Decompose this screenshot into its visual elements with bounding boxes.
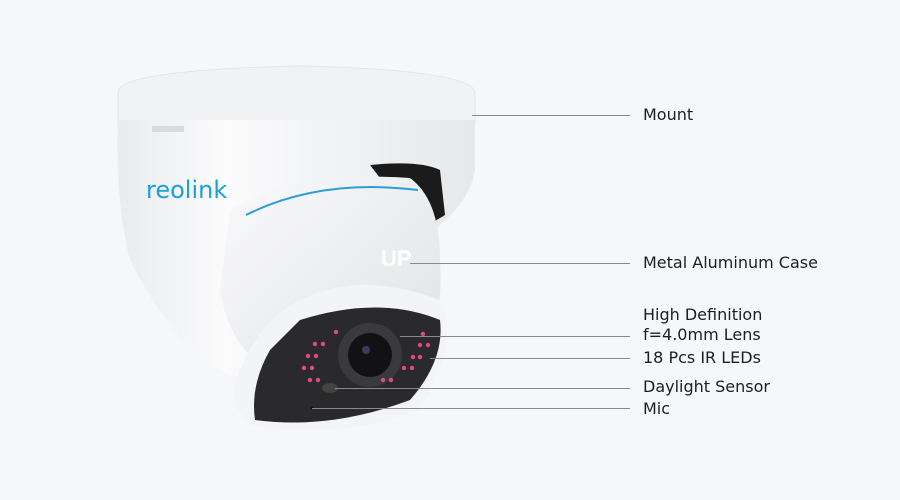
callout-daylight-sensor: Daylight Sensor bbox=[643, 377, 770, 396]
up-emboss: UP bbox=[381, 246, 412, 271]
callout-mount: Mount bbox=[643, 105, 694, 124]
leader-lens bbox=[400, 336, 630, 337]
reolink-logo: reolink bbox=[146, 176, 227, 204]
daylight-sensor bbox=[322, 383, 338, 393]
leader-mic bbox=[312, 408, 630, 409]
callout-ir-leds: 18 Pcs IR LEDs bbox=[643, 348, 761, 367]
callout-lens-line2: f=4.0mm Lens bbox=[643, 325, 761, 344]
callout-lens-line1: High Definition bbox=[643, 305, 763, 324]
leader-daylight-sensor bbox=[335, 388, 630, 389]
callout-mic: Mic bbox=[643, 399, 671, 418]
leader-metal-case bbox=[410, 263, 630, 264]
mount bbox=[117, 65, 476, 126]
leader-ir-leds bbox=[430, 358, 630, 359]
leader-mount bbox=[472, 115, 630, 116]
callout-metal-case: Metal Aluminum Case bbox=[643, 253, 818, 272]
ir-leds bbox=[301, 329, 431, 383]
